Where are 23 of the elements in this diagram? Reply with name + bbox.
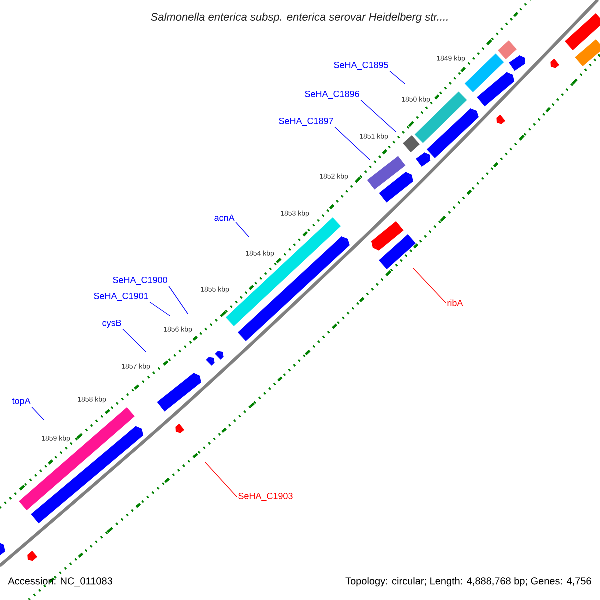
gene-label: SeHA_C1900 [113,276,168,286]
gene-label: topA [12,398,31,406]
leader-line [32,406,44,420]
gene-label: ribA [448,300,464,306]
genome-info-text: Topology: circular; Length: 4,888,768 bp; Genes: 4,756 [346,577,592,587]
gene-label: acnA [214,214,235,222]
leader-line [360,100,396,132]
gene-label: SeHA_C1896 [305,90,360,100]
leader-line [390,70,406,84]
leader-line [150,302,170,316]
gene-label: SeHA_C1903 [238,492,293,502]
title: Salmonella enterica subsp. enterica serovar Heidelberg str.... [151,12,448,24]
gene-label: SeHA_C1897 [279,118,334,126]
leader-line [204,462,238,498]
accession-text: Accession: NC_011083 [8,577,112,587]
gene-label: SeHA_C1895 [334,62,388,70]
leader-line [168,286,188,314]
leader-line [122,328,146,352]
gene-label: cysB [102,320,122,328]
leader-line [412,268,446,304]
gene-label: SeHA_C1901 [94,292,148,302]
leader-line [236,222,250,238]
leader-line [334,126,370,160]
